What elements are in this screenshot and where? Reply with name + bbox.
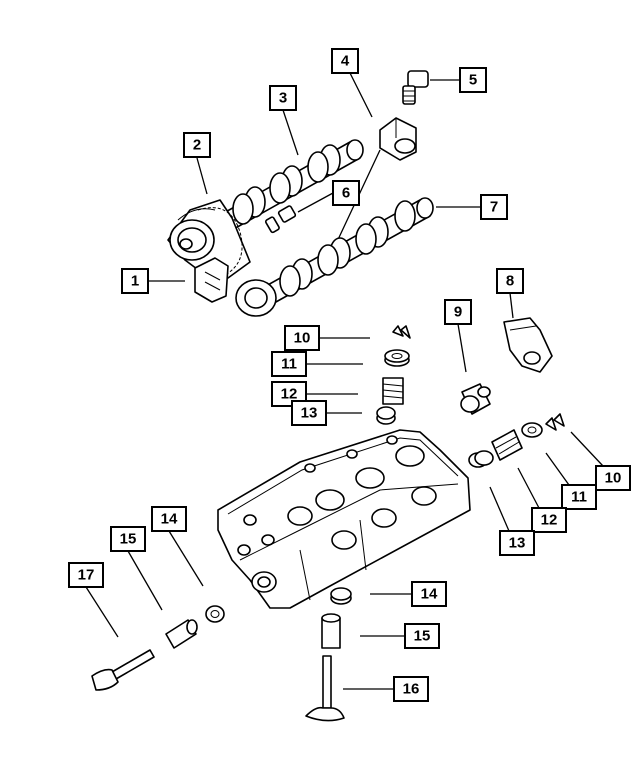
callout-12-right: 12 — [531, 507, 567, 533]
svg-text:10: 10 — [605, 470, 622, 487]
svg-text:16: 16 — [403, 681, 420, 698]
callout-16: 16 — [393, 676, 429, 702]
svg-text:11: 11 — [571, 489, 587, 506]
svg-text:9: 9 — [454, 304, 462, 321]
svg-text:13: 13 — [301, 405, 318, 422]
svg-text:12: 12 — [541, 512, 558, 529]
svg-text:15: 15 — [120, 531, 137, 548]
spring-12b-illustration — [491, 429, 523, 461]
svg-text:14: 14 — [421, 586, 438, 603]
callout-4: 4 — [331, 48, 359, 74]
svg-text:6: 6 — [342, 185, 350, 202]
callout-10-right: 10 — [595, 465, 631, 491]
bearing-cap-4-illustration — [379, 117, 417, 161]
svg-text:15: 15 — [414, 628, 431, 645]
guide-15b-illustration — [321, 613, 341, 649]
svg-text:10: 10 — [294, 330, 311, 347]
leader-lines — [85, 70, 604, 690]
retainer-11a-illustration — [384, 349, 410, 367]
valve-keepers-10a-illustration — [392, 325, 411, 339]
seal-13b-illustration — [468, 450, 494, 468]
tensioner-1-illustration — [194, 257, 229, 303]
svg-text:4: 4 — [341, 53, 350, 70]
bolt-5-illustration — [402, 70, 429, 105]
bolt-6-illustration — [264, 205, 297, 234]
callout-12-upper: 12 — [271, 381, 307, 407]
svg-text:2: 2 — [193, 137, 201, 154]
guide-15a-illustration — [165, 619, 198, 649]
callout-13-right: 13 — [499, 530, 535, 556]
callout-15-left: 15 — [110, 526, 146, 552]
spring-12a-illustration — [382, 377, 404, 405]
callout-15-right: 15 — [404, 623, 440, 649]
rocker-arm-8-illustration — [503, 317, 553, 373]
callout-11-upper: 11 — [271, 351, 307, 377]
callout-14-right: 14 — [411, 581, 447, 607]
valve-keepers-10b-illustration — [545, 413, 565, 431]
seal-14b-illustration — [330, 587, 352, 605]
retainer-11b-illustration — [521, 422, 543, 438]
svg-text:8: 8 — [506, 273, 514, 290]
callout-3: 3 — [269, 85, 297, 111]
seal-14a-illustration — [205, 605, 225, 623]
cylinder-head-illustration — [217, 429, 471, 609]
valve-16-illustration — [305, 655, 345, 722]
callout-10-upper: 10 — [284, 325, 320, 351]
lash-adjuster-9-illustration — [460, 383, 491, 415]
svg-text:5: 5 — [469, 72, 477, 89]
camshaft-3-illustration — [221, 139, 364, 231]
callout-11-right: 11 — [561, 484, 597, 510]
svg-text:11: 11 — [281, 356, 297, 373]
seal-13a-illustration — [376, 406, 396, 425]
callout-9: 9 — [444, 299, 472, 325]
camshaft-7-illustration — [235, 197, 434, 317]
svg-text:14: 14 — [161, 511, 178, 528]
callout-17: 17 — [68, 562, 104, 588]
svg-text:12: 12 — [281, 386, 298, 403]
callout-8: 8 — [496, 268, 524, 294]
callout-13-upper: 13 — [291, 400, 327, 426]
svg-text:1: 1 — [131, 273, 139, 290]
svg-text:13: 13 — [509, 535, 526, 552]
callout-7: 7 — [480, 194, 508, 220]
callout-1: 1 — [121, 268, 149, 294]
callout-2: 2 — [183, 132, 211, 158]
svg-text:3: 3 — [279, 90, 287, 107]
valve-17-illustration — [91, 649, 155, 691]
svg-text:7: 7 — [490, 199, 498, 216]
sprocket-chain-2-illustration — [167, 199, 251, 279]
svg-text:17: 17 — [78, 567, 95, 584]
callout-5: 5 — [459, 67, 487, 93]
callout-6: 6 — [332, 180, 360, 206]
callout-14-left: 14 — [151, 506, 187, 532]
